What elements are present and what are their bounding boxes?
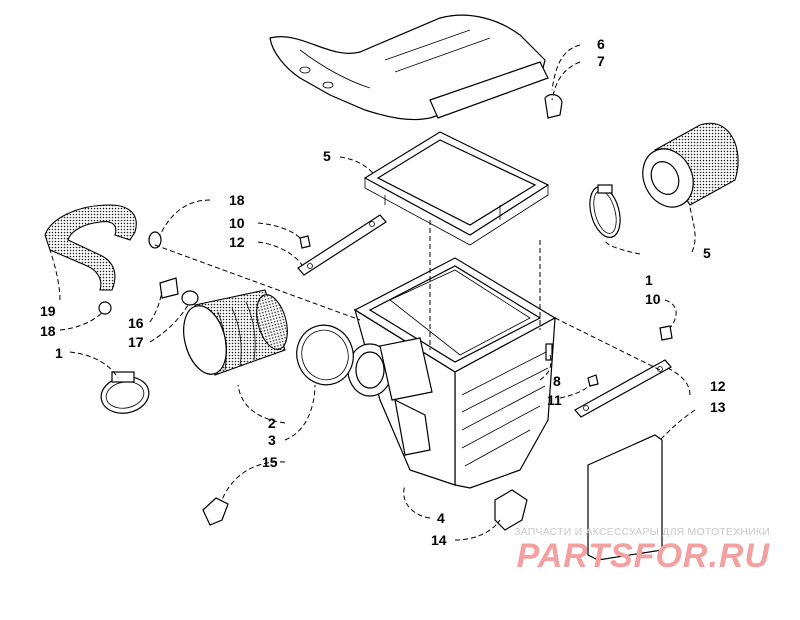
breather-hose: [44, 204, 137, 291]
callout-labels: 6 7 5 18 10 12 19 18 1 16 17 2 3 15 4 14…: [40, 36, 726, 548]
callout-10: 10: [229, 215, 245, 231]
gasket-frame: [363, 131, 550, 246]
callout-14: 14: [431, 532, 447, 548]
grommet: [159, 277, 199, 306]
tag: [545, 343, 553, 361]
vent-fitting: [544, 93, 563, 119]
callout-6: 5: [323, 148, 331, 164]
callout-18b: 18: [40, 323, 56, 339]
watermark-logo: PARTSFOR.RU: [516, 537, 770, 575]
leader-lines: [49, 44, 696, 541]
callout-9: 8: [553, 373, 561, 389]
callout-1: 1: [55, 345, 63, 361]
watermark-tagline: ЗАПЧАСТИ И АКСЕССУАРЫ ДЛЯ МОТОТЕХНИКИ: [514, 526, 770, 538]
callout-10b: 10: [645, 291, 661, 307]
drain-plug: [202, 497, 229, 526]
clamp-right: [589, 184, 621, 238]
bracket-left: [297, 214, 387, 276]
callout-1b: 1: [645, 272, 653, 288]
callout-12b: 12: [710, 378, 726, 394]
clamp-left: [100, 371, 150, 414]
callout-12: 12: [229, 234, 245, 250]
hose-clamp-small: [98, 231, 162, 315]
callout-3: 3: [268, 432, 276, 448]
drain-valve: [494, 489, 528, 531]
filter-element: [642, 122, 739, 208]
callout-8: 7: [597, 53, 605, 69]
callout-5: 5: [703, 245, 711, 261]
callout-15: 15: [262, 454, 278, 470]
callout-18: 18: [229, 192, 245, 208]
callout-4: 4: [437, 510, 445, 526]
clamp-center: [296, 324, 354, 386]
bracket-right: [574, 359, 672, 418]
intake-boot: [183, 289, 288, 376]
air-box-body: [347, 257, 557, 489]
callout-19: 19: [40, 303, 56, 319]
callout-16: 16: [128, 315, 144, 331]
callout-11: 11: [547, 392, 562, 408]
callout-2: 2: [268, 415, 276, 431]
wing-nut: [587, 374, 599, 387]
screw: [299, 235, 673, 341]
watermark: ЗАПЧАСТИ И АКСЕССУАРЫ ДЛЯ МОТОТЕХНИКИ PA…: [480, 522, 790, 582]
callout-13: 13: [710, 399, 726, 415]
callout-17: 17: [128, 334, 144, 350]
access-cover: [587, 434, 663, 561]
callout-7: 6: [597, 36, 605, 52]
intake-cover: [269, 14, 549, 121]
